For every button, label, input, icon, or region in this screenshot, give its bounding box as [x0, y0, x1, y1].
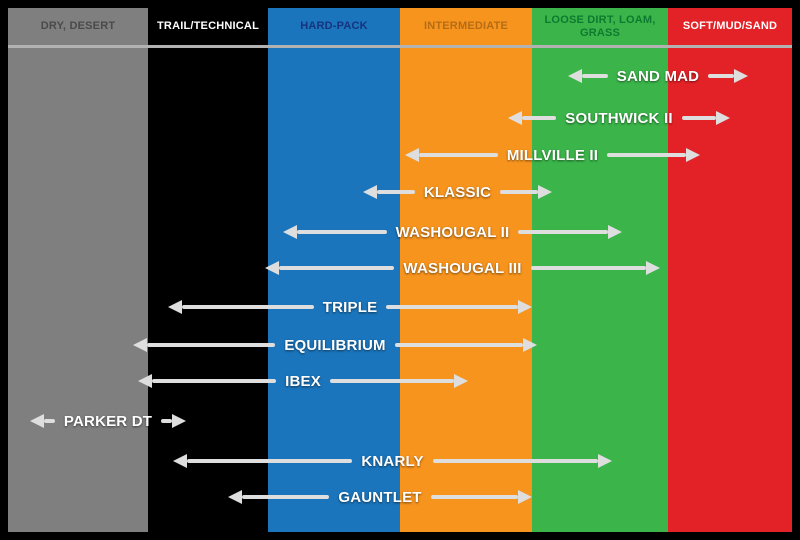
arrowhead-left-icon [363, 185, 377, 199]
tire-label: KLASSIC [423, 183, 492, 201]
arrowhead-left-icon [228, 490, 242, 504]
tire-range-triple: TRIPLE [168, 297, 533, 317]
tire-label: SAND MAD [616, 67, 700, 85]
arrowhead-right-icon [598, 454, 613, 468]
arrow-line [279, 266, 395, 270]
arrowhead-left-icon [265, 261, 279, 275]
arrow-line [394, 343, 523, 347]
arrow-line [329, 379, 454, 383]
arrowhead-right-icon [716, 111, 730, 125]
arrowhead-right-icon [518, 490, 533, 504]
arrow-line [500, 190, 538, 194]
tire-range-klassic: KLASSIC [363, 182, 552, 202]
tire-range-gauntlet: GAUNTLET [228, 487, 533, 507]
arrow-line [187, 459, 353, 463]
arrow-line [522, 116, 557, 120]
arrowhead-right-icon [518, 300, 533, 314]
terrain-header-soft-mud-sand: SOFT/MUD/SAND [682, 20, 778, 33]
terrain-column-loose-dirt-loam-grass: LOOSE DIRT, LOAM, GRASS [532, 8, 668, 532]
tire-range-sand-mad: SAND MAD [568, 66, 748, 86]
tire-label: PARKER DT [63, 412, 153, 430]
arrow-line [182, 305, 314, 309]
terrain-column-dry-desert: DRY, DESERT [8, 8, 148, 532]
arrowhead-left-icon [133, 338, 147, 352]
arrowhead-left-icon [173, 454, 187, 468]
tire-label: WASHOUGAL III [403, 259, 522, 277]
arrowhead-left-icon [405, 148, 419, 162]
arrow-line [242, 495, 330, 499]
terrain-columns: DRY, DESERT TRAIL/TECHNICAL HARD-PACK INTER… [8, 8, 792, 532]
arrow-line [432, 459, 599, 463]
tire-range-washougal-ii: WASHOUGAL II [283, 222, 623, 242]
arrow-line [518, 230, 609, 234]
arrowhead-right-icon [172, 414, 187, 428]
tire-range-parker-dt: PARKER DT [30, 411, 187, 431]
terrain-header-hard-pack: HARD-PACK [300, 20, 368, 33]
arrow-line [386, 305, 519, 309]
tire-label: SOUTHWICK II [565, 109, 673, 127]
arrow-line [607, 153, 686, 157]
arrowhead-right-icon [734, 69, 748, 83]
arrowhead-right-icon [523, 338, 537, 352]
tire-range-washougal-iii: WASHOUGAL III [265, 258, 661, 278]
header-separator-line [8, 45, 792, 48]
tire-range-millville-ii: MILLVILLE II [405, 145, 700, 165]
arrowhead-right-icon [686, 148, 700, 162]
terrain-header-intermediate: INTERMEDIATE [423, 20, 509, 33]
tire-range-knarly: KNARLY [173, 451, 613, 471]
arrow-line [147, 343, 276, 347]
arrow-line [430, 495, 519, 499]
arrowhead-right-icon [646, 261, 661, 275]
tire-label: GAUNTLET [338, 488, 422, 506]
arrowhead-left-icon [283, 225, 297, 239]
terrain-header-dry-desert: DRY, DESERT [40, 20, 116, 33]
tire-range-equilibrium: EQUILIBRIUM [133, 335, 537, 355]
arrowhead-left-icon [508, 111, 522, 125]
arrow-line [297, 230, 387, 234]
terrain-header-loose-dirt-loam-grass: LOOSE DIRT, LOAM, GRASS [544, 13, 656, 39]
tire-range-southwick-ii: SOUTHWICK II [508, 108, 730, 128]
tire-label: MILLVILLE II [506, 146, 599, 164]
arrow-line [377, 190, 415, 194]
arrowhead-left-icon [168, 300, 182, 314]
terrain-column-hard-pack: HARD-PACK [268, 8, 400, 532]
tire-label: IBEX [285, 372, 321, 390]
tire-label: KNARLY [361, 452, 424, 470]
terrain-header-trail-technical: TRAIL/TECHNICAL [157, 20, 259, 33]
arrowhead-left-icon [138, 374, 152, 388]
arrowhead-right-icon [454, 374, 468, 388]
arrowhead-left-icon [568, 69, 582, 83]
arrowhead-left-icon [30, 414, 44, 428]
arrow-line [681, 116, 716, 120]
arrow-line [582, 74, 608, 78]
arrowhead-right-icon [538, 185, 552, 199]
terrain-column-trail-technical: TRAIL/TECHNICAL [148, 8, 268, 532]
arrow-line [530, 266, 647, 270]
arrow-line [152, 379, 277, 383]
terrain-column-intermediate: INTERMEDIATE [400, 8, 532, 532]
arrow-line [708, 74, 734, 78]
tire-label: TRIPLE [322, 298, 378, 316]
tire-range-ibex: IBEX [138, 371, 468, 391]
arrow-line [161, 419, 173, 423]
arrow-line [419, 153, 498, 157]
terrain-column-soft-mud-sand: SOFT/MUD/SAND [668, 8, 792, 532]
tire-label: WASHOUGAL II [395, 223, 510, 241]
arrowhead-right-icon [608, 225, 623, 239]
tire-label: EQUILIBRIUM [284, 336, 386, 354]
arrow-line [44, 419, 55, 423]
